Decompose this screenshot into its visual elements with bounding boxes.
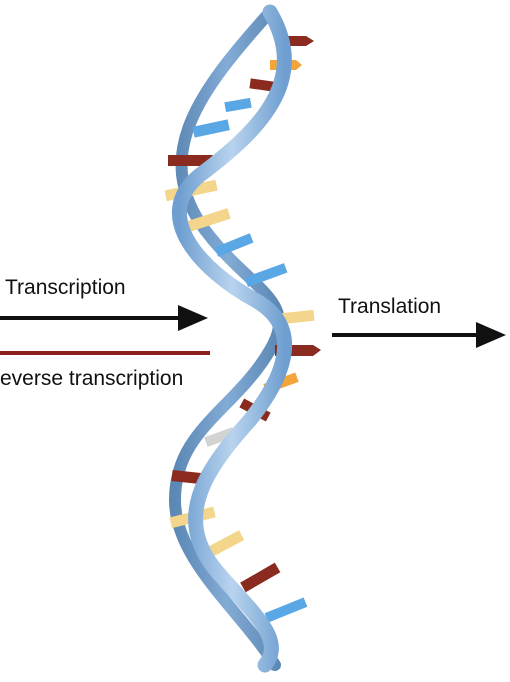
translation-arrow: [332, 322, 506, 348]
dna-backbone-front-strand: [172, 4, 293, 673]
base-yellow: [184, 208, 231, 233]
base-red: [249, 78, 275, 92]
reverse-transcription-label: everse transcription: [0, 367, 183, 390]
base-blue: [264, 597, 308, 623]
base-red: [240, 562, 281, 593]
base-red: [275, 345, 321, 356]
translation-label: Translation: [338, 295, 441, 318]
transcription-arrow: [0, 305, 208, 331]
base-blue: [224, 97, 252, 113]
base-red: [282, 36, 314, 46]
transcription-label: Transcription: [5, 276, 126, 299]
dna-backbone-back-strand: [168, 6, 286, 671]
base-blue: [192, 119, 230, 138]
base-blue: [244, 263, 288, 287]
base-blue: [214, 233, 254, 257]
base-gray: [204, 427, 236, 447]
